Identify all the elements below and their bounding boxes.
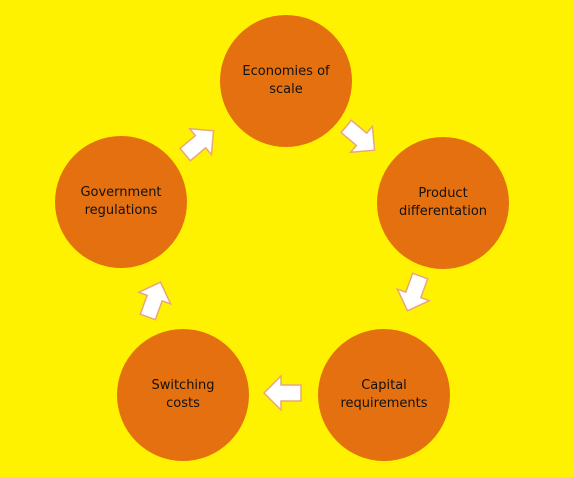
node-capital-requirements: Capital requirements [318, 329, 450, 461]
arrow-icon [390, 269, 437, 318]
arrow-icon [334, 112, 387, 164]
node-switching-costs: Switching costs [117, 329, 249, 461]
node-product-differentation: Product differentation [377, 137, 509, 269]
node-label: Product differentation [398, 186, 488, 219]
node-label: Switching costs [151, 378, 215, 411]
arrow-icon [173, 117, 226, 169]
node-label: Government regulations [80, 185, 162, 218]
node-label: Capital requirements [340, 378, 428, 411]
arrow-icon [131, 275, 178, 324]
node-label: Economies of scale [242, 64, 330, 97]
node-economies-of-scale: Economies of scale [220, 15, 352, 147]
arrow-icon [263, 375, 302, 411]
node-government-regulations: Government regulations [55, 136, 187, 268]
